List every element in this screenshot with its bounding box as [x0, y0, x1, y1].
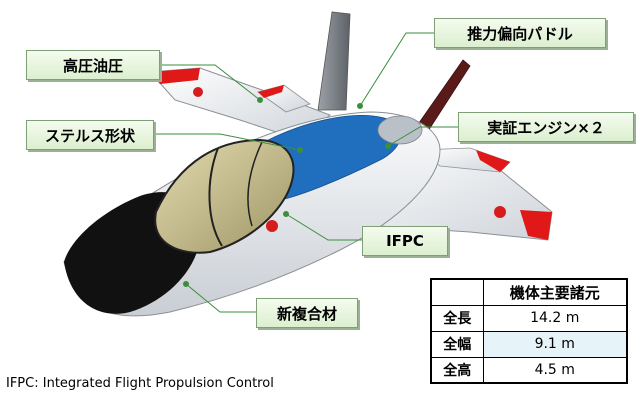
right-wingtip-red — [520, 210, 552, 240]
spec-row-height: 全高 4.5 m — [430, 356, 628, 384]
spec-table-header-row: 機体主要諸元 — [430, 278, 628, 306]
engine-nozzle — [377, 115, 423, 145]
label-thrust-vectoring-paddles: 推力偏向パドル — [434, 18, 606, 48]
roundel-left-wing — [193, 87, 203, 97]
spec-key: 全長 — [430, 304, 484, 332]
leader-high-pressure — [160, 64, 261, 101]
spec-row-length: 全長 14.2 m — [430, 304, 628, 332]
left-wingtip-red — [150, 68, 200, 84]
label-demo-engines: 実証エンジン×２ — [458, 112, 634, 142]
spec-table-header: 機体主要諸元 — [482, 278, 628, 306]
spec-value: 4.5 m — [482, 356, 628, 384]
leader-lines — [154, 32, 458, 313]
right-tailplane-red — [476, 150, 510, 172]
spec-table-corner — [430, 278, 484, 306]
canopy-frame — [208, 147, 223, 247]
leader-stealth — [154, 133, 301, 151]
canopy — [154, 138, 295, 254]
spec-key: 全幅 — [430, 330, 484, 358]
label-ifpc: IFPC — [362, 226, 448, 256]
canopy-frame-rear — [247, 141, 263, 227]
spec-key: 全高 — [430, 356, 484, 384]
leader-composites — [185, 283, 256, 313]
leader-engines — [387, 126, 458, 147]
label-high-pressure-hydraulics: 高圧油圧 — [26, 50, 160, 80]
spec-value: 14.2 m — [482, 304, 628, 332]
footnote: IFPC: Integrated Flight Propulsion Contr… — [6, 376, 274, 391]
spec-row-span: 全幅 9.1 m — [430, 330, 628, 358]
label-new-composites: 新複合材 — [256, 298, 358, 328]
left-tailplane-red — [258, 85, 284, 98]
vertical-tail-left — [317, 11, 351, 111]
spec-value: 9.1 m — [482, 330, 628, 358]
leader-ifpc — [285, 213, 362, 241]
label-stealth-shape: ステルス形状 — [26, 120, 154, 150]
leader-thrust-vector — [359, 32, 434, 107]
spec-table: 機体主要諸元 全長 14.2 m 全幅 9.1 m 全高 4.5 m — [430, 278, 628, 384]
roundel-fuselage — [266, 220, 278, 232]
roundel-right-wing — [494, 206, 506, 218]
